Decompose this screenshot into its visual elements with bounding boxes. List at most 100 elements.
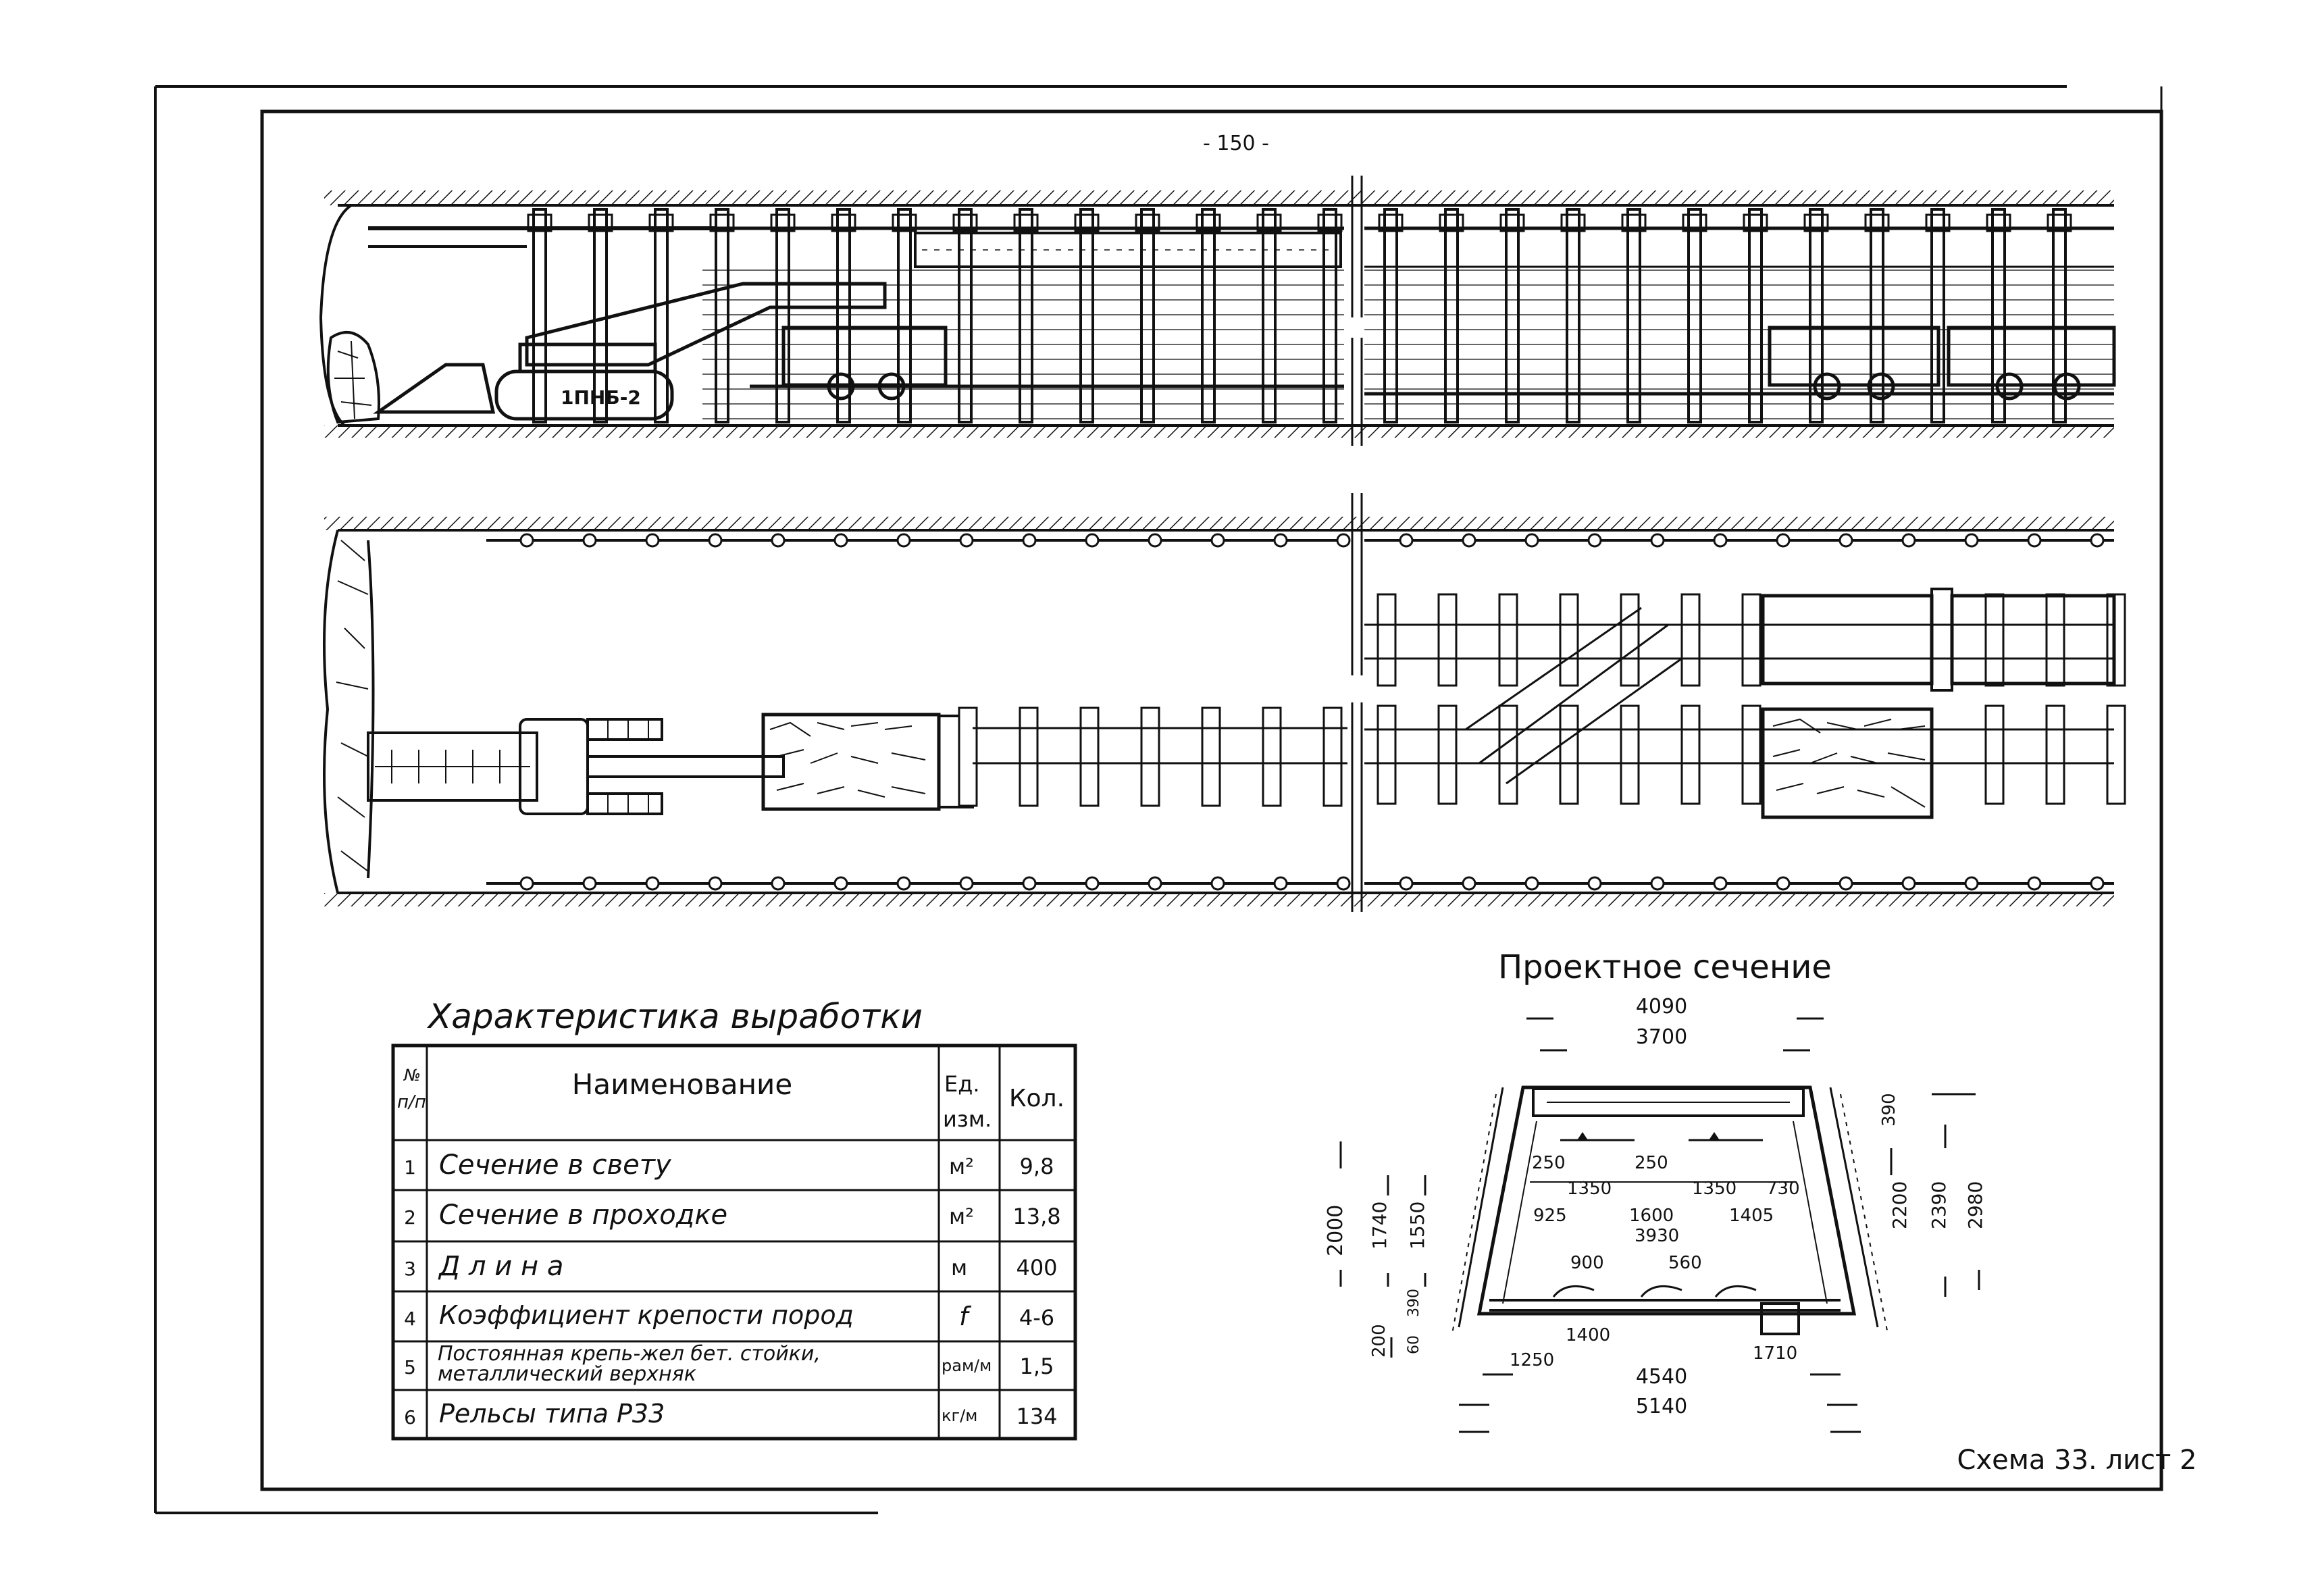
machine-label: 1ПНБ-2 xyxy=(561,386,641,409)
loader-machine: 1ПНБ-2 xyxy=(373,282,887,421)
rock-bolt xyxy=(1839,876,1853,891)
rock-bolt xyxy=(519,876,534,891)
table-title: Характеристика выработки xyxy=(426,997,923,1036)
rock-bolt xyxy=(1022,533,1037,548)
rock-bolt xyxy=(1964,876,1979,891)
mine-car xyxy=(1768,326,1940,401)
support-post xyxy=(588,208,613,423)
support-post xyxy=(892,208,917,423)
rock-bolt xyxy=(1524,876,1539,891)
row-num: 4 xyxy=(404,1308,416,1330)
rock-bolt xyxy=(1210,876,1225,891)
support-post xyxy=(1499,208,1525,423)
support-post xyxy=(1682,208,1707,423)
rock-bolt xyxy=(519,533,534,548)
rock-bolt xyxy=(2027,876,2042,891)
rock-bolt xyxy=(1901,876,1916,891)
support-post xyxy=(527,208,552,423)
dim-b390: 390 xyxy=(1406,1289,1422,1317)
rail-sleeper xyxy=(2106,593,2126,805)
rock-bolt xyxy=(2090,533,2105,548)
dim-h-left-outer: 2000 xyxy=(1324,1205,1347,1256)
rail-sleeper xyxy=(1140,706,1160,807)
rock-bolt xyxy=(2090,876,2105,891)
rock-bolt xyxy=(1399,533,1414,548)
support-post xyxy=(770,208,796,423)
dim-h-right-3: 2980 xyxy=(1964,1181,1986,1229)
rail-sleeper xyxy=(1377,593,1397,805)
row-unit: рам/м xyxy=(942,1356,992,1375)
rock-bolt xyxy=(1336,876,1351,891)
header-name: Наименование xyxy=(572,1068,792,1101)
support-post xyxy=(1925,208,1951,423)
header-num: № xyxy=(403,1066,421,1085)
mine-car xyxy=(1947,326,2116,401)
row-name: металлический верхняк xyxy=(438,1362,696,1386)
rail-sleeper xyxy=(958,706,978,807)
support-post xyxy=(952,208,978,423)
dim-3930: 3930 xyxy=(1635,1226,1679,1246)
dim-900: 900 xyxy=(1570,1253,1604,1273)
support-post xyxy=(2047,208,2072,423)
rail-sleeper xyxy=(1498,593,1518,805)
sheet-frame xyxy=(154,85,2163,1514)
rail-sleeper xyxy=(1741,593,1762,805)
rail-sleeper xyxy=(1680,593,1701,805)
dim-1400: 1400 xyxy=(1566,1325,1610,1345)
longitudinal-section: 1ПНБ-2 xyxy=(319,176,2116,446)
support-post xyxy=(831,208,856,423)
rail-sleeper xyxy=(1079,706,1100,807)
row-name: Сечение в проходке xyxy=(439,1200,727,1231)
dim-1250: 1250 xyxy=(1510,1350,1554,1370)
rock-bolt xyxy=(1022,876,1037,891)
dim-h-right-2: 2390 xyxy=(1928,1181,1950,1229)
rock-bolt xyxy=(1901,533,1916,548)
rock-bolt xyxy=(1839,533,1853,548)
rock-bolt xyxy=(1273,876,1288,891)
rock-bolt xyxy=(1650,533,1665,548)
row-num: 2 xyxy=(404,1206,416,1229)
dim-b200: 200 xyxy=(1369,1324,1389,1358)
row-num: 5 xyxy=(404,1356,416,1379)
rock-bolt xyxy=(833,876,848,891)
rail-sleeper xyxy=(1201,706,1221,807)
dim-h-right-1: 2200 xyxy=(1888,1181,1911,1229)
rock-bolt xyxy=(833,533,848,548)
rock-bolt xyxy=(1713,533,1728,548)
dim-b60: 60 xyxy=(1406,1335,1422,1354)
dim-925: 925 xyxy=(1533,1206,1567,1226)
rock-bolt xyxy=(1399,876,1414,891)
support-post xyxy=(1621,208,1647,423)
rock-bolt xyxy=(1964,533,1979,548)
row-qty: 134 xyxy=(1016,1404,1057,1429)
row-name: Сечение в свету xyxy=(439,1150,672,1181)
rock-bolt xyxy=(2027,533,2042,548)
row-qty: 400 xyxy=(1016,1255,1057,1281)
page-number: - 150 - xyxy=(1203,132,1269,155)
row-num: 6 xyxy=(404,1406,416,1428)
design-cross-section: Проектное сечение 4090 3700 390 2000 174… xyxy=(1324,948,1986,1433)
dim-bottom-outer: 5140 xyxy=(1636,1395,1687,1418)
header-num: п/п xyxy=(397,1092,426,1112)
row-unit: кг/м xyxy=(942,1406,977,1425)
rock-bolt xyxy=(959,533,974,548)
dim-1600: 1600 xyxy=(1629,1206,1674,1226)
row-name: Коэффициент крепости пород xyxy=(439,1300,854,1330)
rock-bolt xyxy=(1776,876,1791,891)
rock-bolt xyxy=(1085,876,1100,891)
row-num: 3 xyxy=(404,1258,416,1280)
dim-a250-left: 250 xyxy=(1532,1153,1566,1173)
support-post xyxy=(1378,208,1404,423)
rock-bolt xyxy=(896,876,911,891)
rail-sleeper xyxy=(1620,593,1640,805)
rock-bolt xyxy=(1336,533,1351,548)
rock-bolt xyxy=(771,876,786,891)
dim-top-inner: 3700 xyxy=(1636,1025,1687,1049)
row-name: Рельсы типа Р33 xyxy=(439,1399,665,1428)
rock-car xyxy=(1761,707,1934,819)
dim-h-left-mid: 1740 xyxy=(1368,1202,1391,1250)
support-post xyxy=(709,208,735,423)
rock-bolt xyxy=(959,876,974,891)
rock-bolt xyxy=(1210,533,1225,548)
